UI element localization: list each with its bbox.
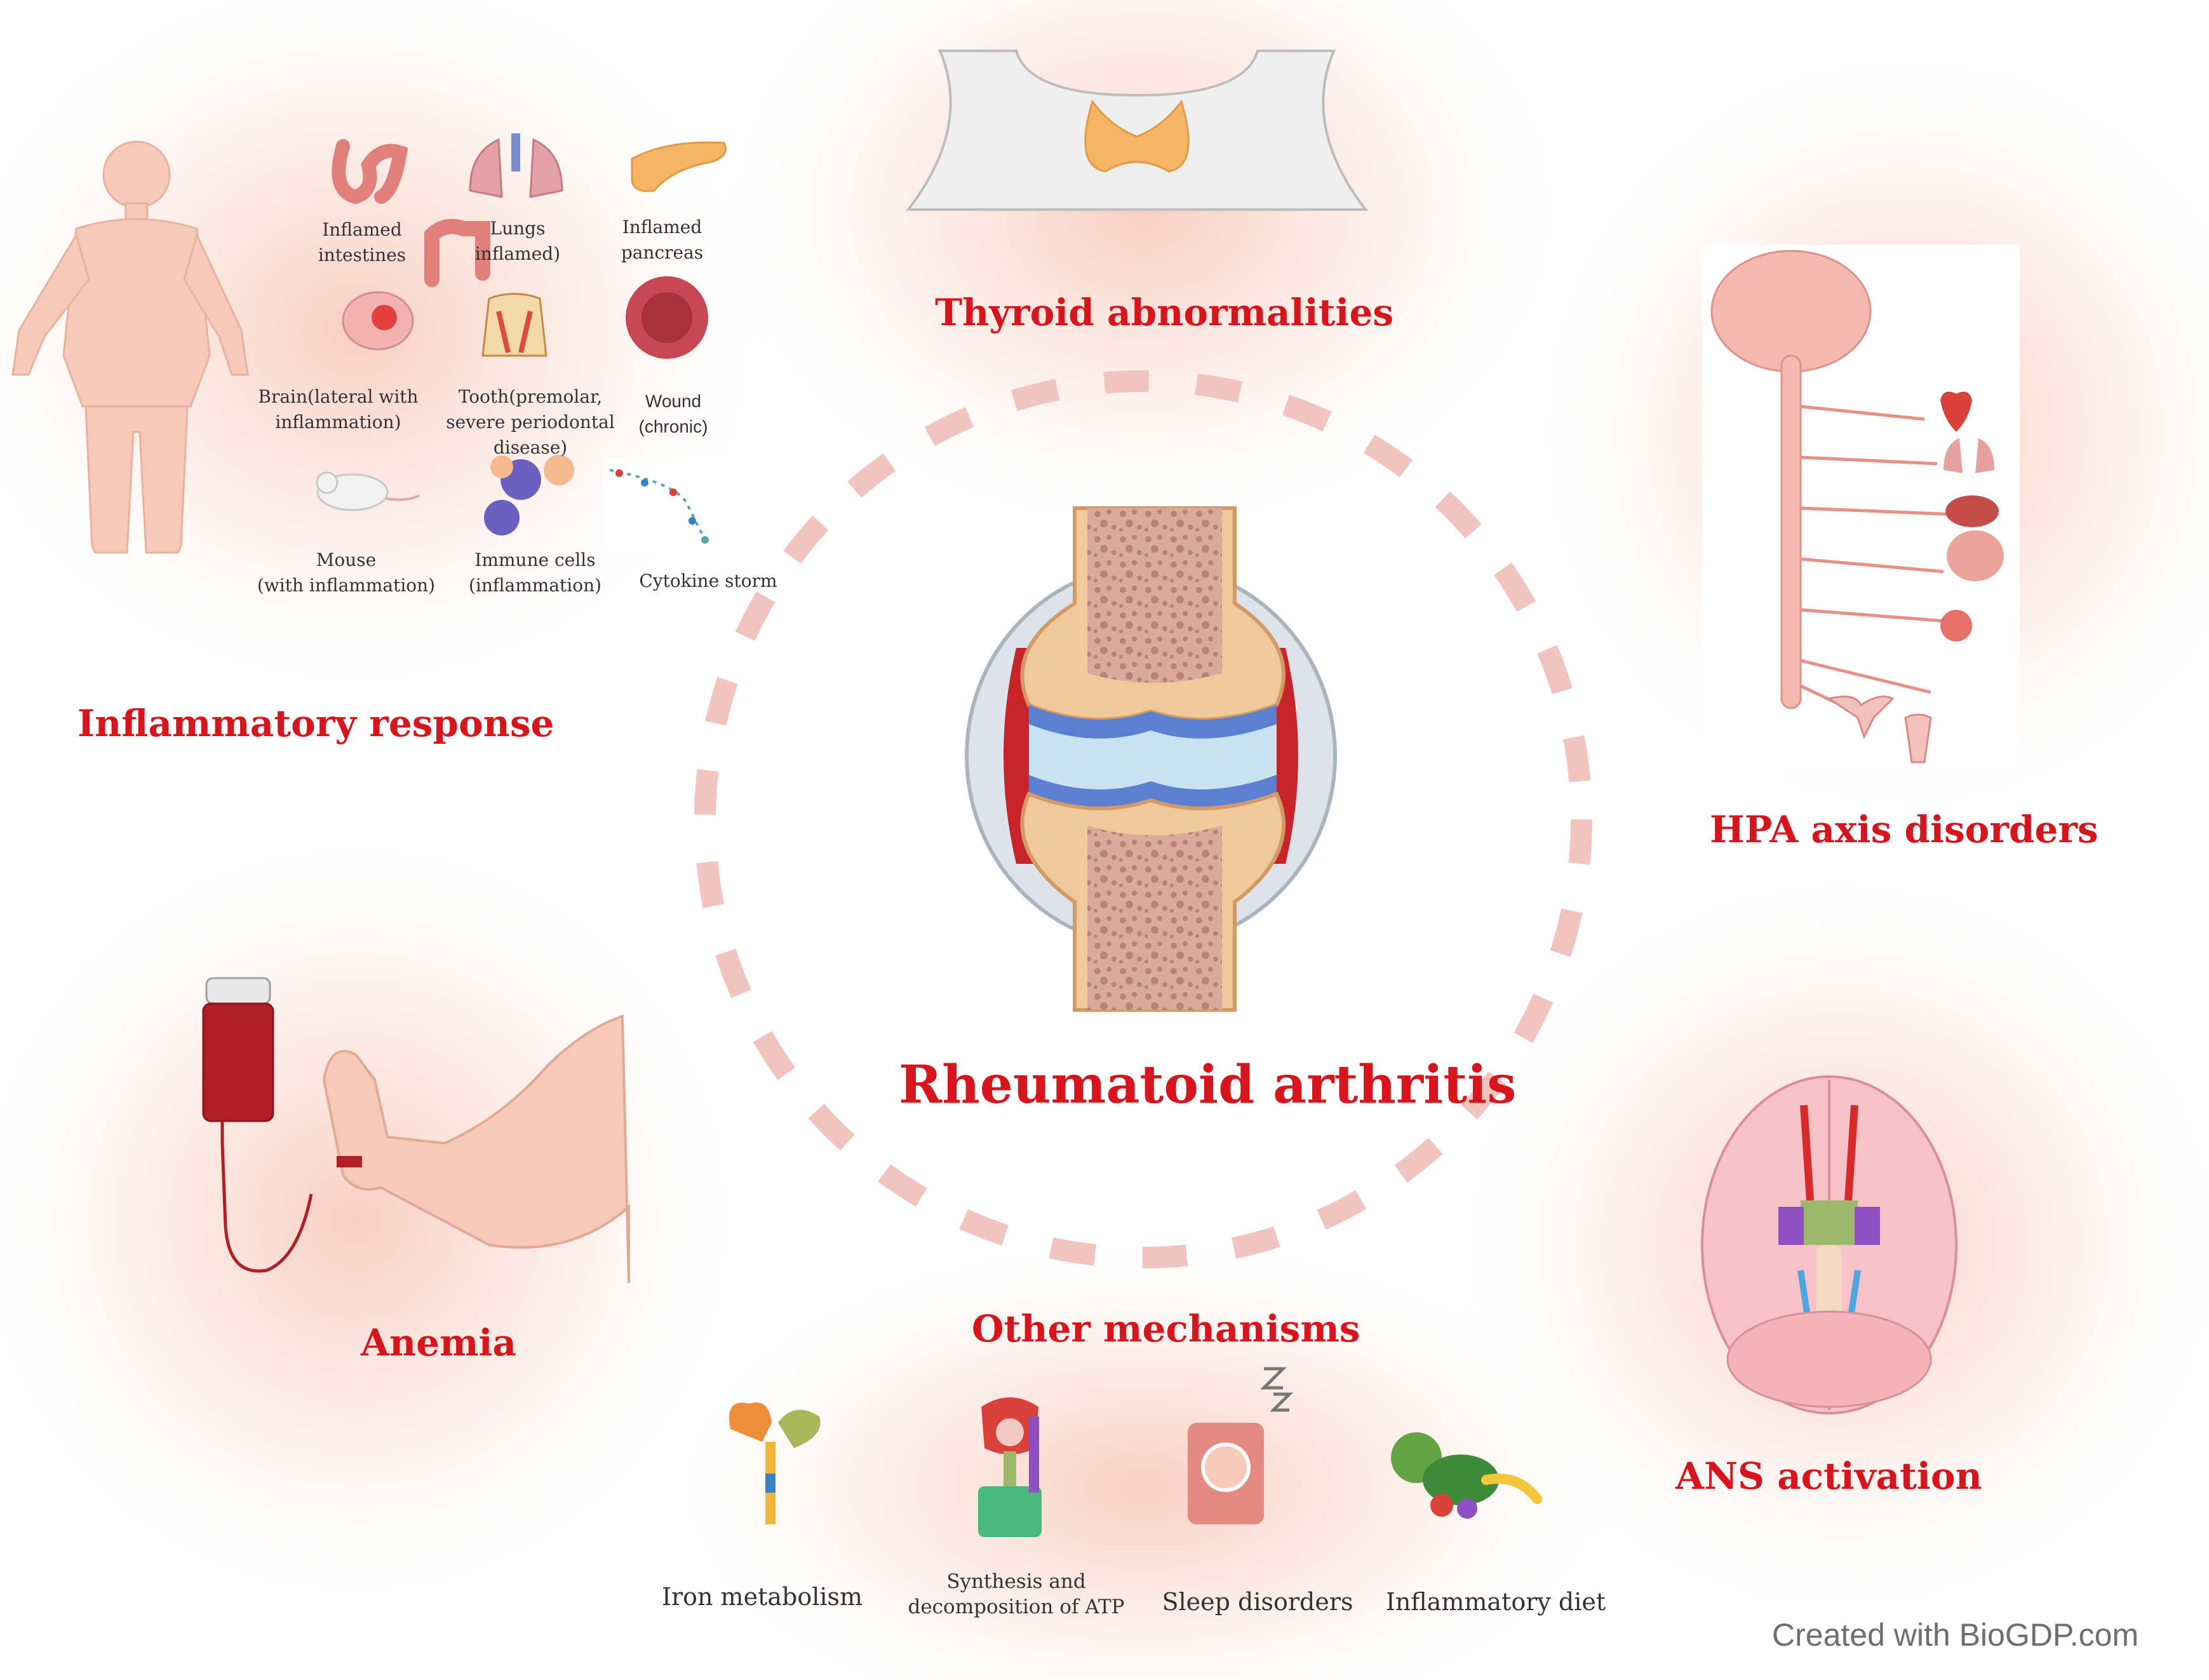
pancreas-icon bbox=[631, 141, 727, 192]
hpa-title: HPA axis disorders bbox=[1710, 808, 2098, 851]
dashed-ring bbox=[694, 370, 1592, 1268]
sleep-disorders-icon bbox=[1188, 1367, 1294, 1524]
human-body-icon bbox=[11, 140, 249, 554]
label-wound: Wound(chronic) bbox=[638, 391, 708, 436]
label-sleep-disorders: Sleep disorders bbox=[1162, 1588, 1353, 1616]
other-mechanisms-title: Other mechanisms bbox=[972, 1307, 1360, 1350]
inflammatory-response-title: Inflammatory response bbox=[77, 702, 554, 745]
label-cytokine-storm: Cytokine storm bbox=[639, 570, 777, 591]
mouse-icon bbox=[316, 471, 420, 511]
uterus-icon bbox=[1827, 696, 1895, 739]
credit-text: Created with BioGDP.com bbox=[1772, 1617, 2139, 1653]
inflamed-intestines-icon bbox=[332, 139, 408, 205]
bladder-icon bbox=[1940, 610, 1972, 642]
label-inflammatory-diet: Inflammatory diet bbox=[1385, 1588, 1606, 1616]
wound-icon bbox=[626, 276, 708, 359]
center-title: Rheumatoid arthritis bbox=[899, 1054, 1517, 1115]
label-mouse: Mouse(with inflammation) bbox=[257, 549, 436, 596]
label-immune-cells: Immune cells(inflammation) bbox=[468, 549, 602, 596]
liver-icon bbox=[1945, 495, 1999, 527]
iron-metabolism-icon bbox=[729, 1402, 821, 1524]
colon-icon bbox=[424, 218, 490, 287]
lungs-icon bbox=[469, 133, 563, 198]
cytokine-storm-icon bbox=[603, 457, 730, 553]
heart-icon bbox=[1940, 391, 1972, 432]
tooth-icon bbox=[481, 293, 547, 357]
joint-icon bbox=[965, 506, 1337, 1012]
intestine-icon bbox=[1947, 530, 2004, 581]
anemia-title: Anemia bbox=[361, 1321, 517, 1364]
blood-bag-icon bbox=[202, 977, 313, 1273]
ans-title: ANS activation bbox=[1675, 1455, 1982, 1498]
atp-synthase-icon bbox=[978, 1397, 1042, 1537]
nervous-system-icon bbox=[1702, 245, 2020, 775]
arm-icon bbox=[322, 1014, 630, 1284]
organ-lungs-icon bbox=[1944, 438, 1994, 473]
label-iron-metabolism: Iron metabolism bbox=[661, 1583, 863, 1611]
brain-inferior-icon bbox=[1701, 1075, 1957, 1415]
immune-cells-icon bbox=[484, 455, 574, 535]
thyroid-title: Thyroid abnormalities bbox=[935, 291, 1393, 334]
male-organ-icon bbox=[1904, 713, 1932, 763]
brain-inflammation-icon bbox=[342, 291, 414, 351]
neck-thyroid-icon bbox=[905, 50, 1369, 211]
inflammatory-diet-icon bbox=[1391, 1432, 1542, 1519]
